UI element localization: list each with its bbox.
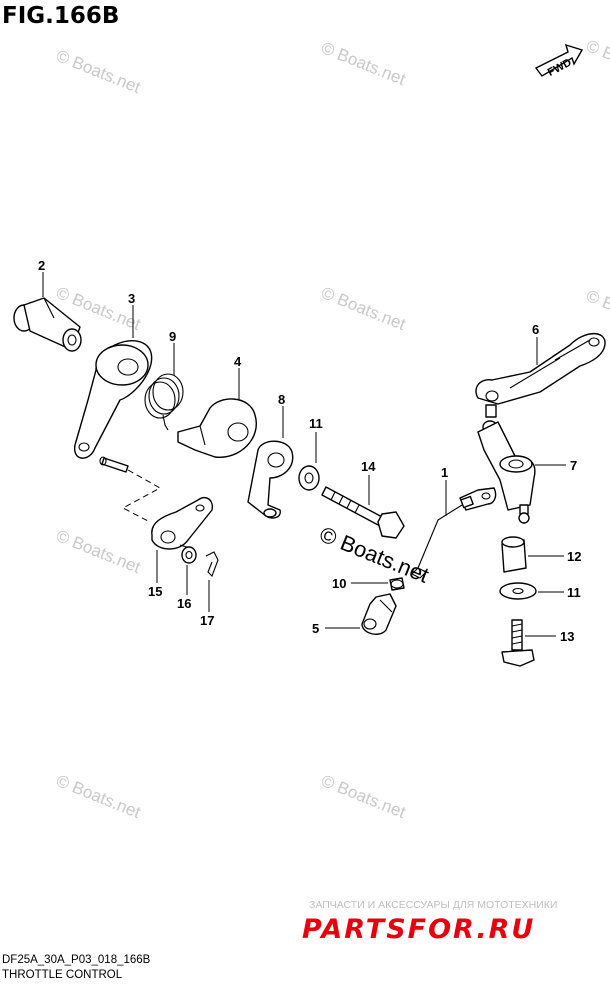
callout-1: 1 [441, 465, 448, 480]
part-5-ball-joint [361, 593, 397, 635]
callout-13: 13 [560, 629, 574, 644]
callout-8: 8 [278, 392, 285, 407]
parts-tagline: ЗАПЧАСТИ И АКСЕССУАРЫ ДЛЯ МОТОТЕХНИКИ [309, 899, 557, 911]
part-1-throttle-rod [411, 487, 497, 579]
part-3-throttle-lever [74, 340, 153, 459]
watermark: © Boats.net [584, 286, 610, 337]
part-4-cam [177, 398, 257, 458]
part-6-link-arm [475, 332, 606, 418]
watermark: © Boats.net [584, 36, 610, 87]
parts-logo: PARTSFOR.RU [302, 914, 535, 945]
callout-15: 15 [148, 584, 162, 599]
part-9-spring [144, 373, 184, 431]
callout-10: 10 [332, 576, 346, 591]
callout-6: 6 [532, 322, 539, 337]
part-13-bolt [501, 619, 535, 667]
part-8-bracket [247, 440, 294, 519]
diagram-code: DF25A_30A_P03_018_166B [2, 954, 151, 966]
callout-12: 12 [567, 549, 581, 564]
watermark: © Boats.net [319, 283, 409, 334]
part-2-collar [13, 297, 82, 352]
part-12-spacer [501, 536, 527, 573]
part-17-clip [205, 551, 219, 577]
watermark: © Boats.net [319, 38, 409, 89]
part-10-sleeve [389, 577, 405, 591]
callout-11b: 11 [567, 585, 581, 600]
part-15-lever [151, 496, 213, 550]
watermark: © Boats.net [54, 771, 144, 822]
fwd-label: FWD [546, 56, 574, 78]
part-7-lever [477, 420, 536, 524]
part-11-washer [298, 465, 320, 491]
fwd-arrow-icon: FWD [534, 43, 584, 79]
callout-5: 5 [312, 621, 319, 636]
assembly-guide-line [121, 469, 162, 523]
part-11-washer [499, 582, 537, 600]
callout-9: 9 [169, 329, 176, 344]
callout-17: 17 [200, 613, 214, 628]
diagram-caption: THROTTLE CONTROL [2, 969, 123, 981]
callout-3: 3 [128, 291, 135, 306]
callout-4: 4 [234, 354, 242, 369]
part-14-bolt [321, 486, 405, 539]
part-16-washer [181, 546, 197, 564]
watermark: © Boats.net [54, 526, 144, 577]
pin-detail [99, 456, 129, 473]
watermark: © Boats.net [319, 771, 409, 822]
callout-16: 16 [177, 596, 191, 611]
callout-11a: 11 [309, 416, 323, 431]
callout-7: 7 [570, 458, 577, 473]
callout-14: 14 [361, 459, 376, 474]
watermark: © Boats.net [54, 46, 144, 97]
callout-2: 2 [38, 258, 45, 273]
figure-title: FIG.166B [2, 3, 119, 29]
